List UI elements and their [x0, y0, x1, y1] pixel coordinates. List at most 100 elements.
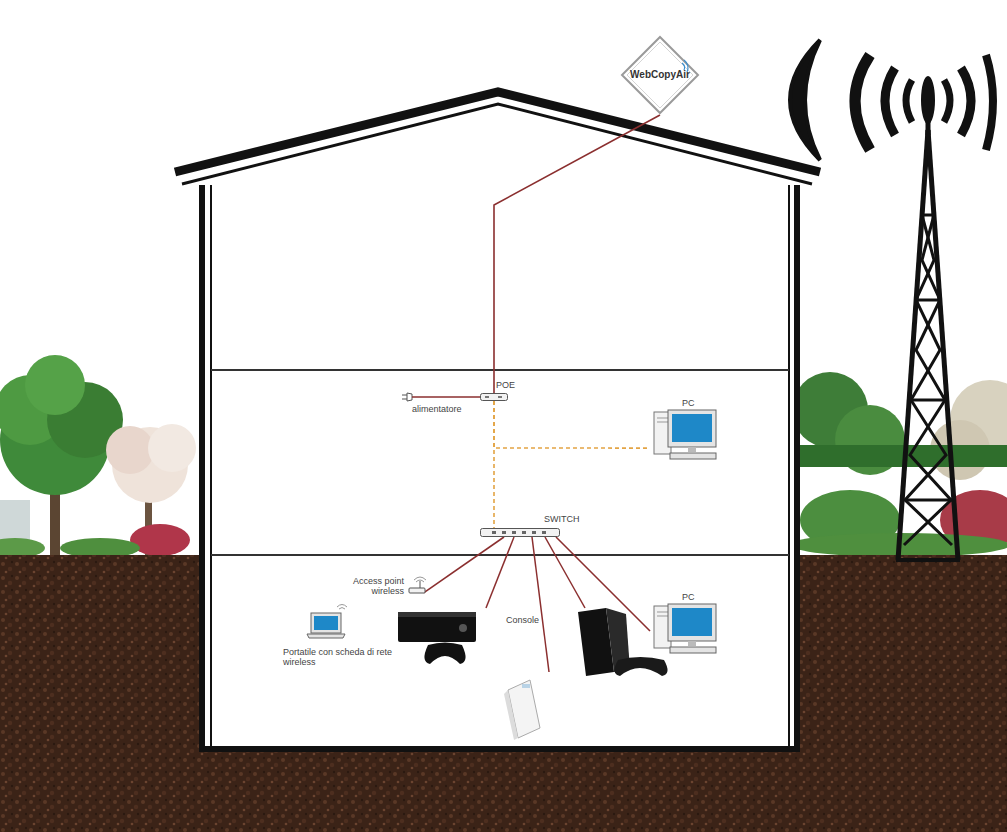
plug-symbol	[412, 396, 416, 398]
pc-symbol	[668, 604, 716, 641]
pc-node: PC	[650, 398, 720, 463]
wii-console	[504, 690, 518, 740]
switch-symbol	[492, 531, 496, 534]
radio-tower	[911, 399, 946, 402]
switch-symbol	[481, 529, 560, 537]
network-cable	[416, 396, 480, 398]
xbox-console	[424, 643, 465, 665]
plug-symbol	[407, 393, 412, 401]
pc-symbol	[670, 647, 716, 653]
access-point-symbol	[420, 581, 421, 588]
trees-left	[106, 426, 154, 474]
antenna-symbol	[682, 63, 685, 70]
console-label: Console	[505, 615, 540, 625]
house-structure	[202, 746, 797, 752]
house-structure	[211, 554, 789, 556]
access-point-symbol	[416, 580, 424, 582]
signal-waves	[944, 80, 950, 122]
node-label: POE	[496, 380, 515, 390]
radio-tower	[896, 558, 960, 562]
wii-console	[504, 680, 540, 740]
poe-injector	[481, 394, 508, 401]
network-cable	[494, 115, 660, 393]
node-label: Access point wireless	[344, 576, 404, 597]
antenna-node: WebCopyAir	[620, 35, 700, 115]
radio-tower	[922, 214, 934, 217]
pc-symbol	[670, 453, 716, 459]
house-structure	[794, 185, 800, 752]
laptop-symbol	[337, 605, 347, 608]
xbox-console	[459, 624, 467, 632]
poe-injector	[485, 396, 489, 398]
signal-waves	[986, 55, 993, 150]
house-structure	[175, 92, 820, 752]
network-cable	[556, 537, 650, 631]
pc-symbol	[668, 410, 716, 447]
power-supply-node: alimentatore	[402, 392, 416, 402]
poe-node: POE	[480, 393, 508, 401]
network-cable	[493, 401, 495, 528]
radio-tower	[928, 130, 958, 560]
xbox-console	[398, 612, 476, 642]
switch-symbol	[512, 531, 516, 534]
pc-symbol	[672, 414, 712, 442]
laptop-symbol	[314, 616, 338, 630]
xbox-console	[398, 612, 476, 617]
radio-tower	[896, 100, 960, 560]
house-structure	[788, 185, 790, 746]
signal-waves	[921, 76, 935, 124]
pc-node: PC	[650, 592, 720, 657]
signal-waves	[790, 40, 820, 160]
house-structure	[199, 185, 205, 752]
signal-waves	[790, 40, 993, 160]
house-interior	[205, 178, 795, 748]
radio-tower	[904, 215, 951, 545]
network-cable	[424, 537, 504, 593]
switch-symbol	[522, 531, 526, 534]
switch-symbol	[532, 531, 536, 534]
node-label: PC	[682, 592, 695, 602]
radio-tower	[898, 130, 928, 560]
node-label: alimentatore	[412, 404, 462, 414]
signal-waves	[961, 68, 971, 135]
radio-tower	[905, 499, 952, 502]
node-label: WebCopyAir	[620, 69, 700, 81]
pc-symbol	[657, 418, 668, 419]
signal-waves	[885, 68, 895, 135]
pc-symbol	[672, 608, 712, 636]
ps4-console	[614, 657, 667, 676]
radio-tower	[905, 215, 952, 545]
switch-symbol	[480, 528, 560, 537]
radio-tower	[916, 299, 940, 302]
console-wires	[545, 537, 585, 608]
laptop-symbol	[339, 608, 345, 610]
node-label: SWITCH	[544, 514, 580, 524]
signal-waves	[906, 80, 912, 122]
house-structure	[182, 104, 812, 184]
wii-console	[522, 684, 530, 688]
console-wires	[486, 537, 585, 672]
trees-left	[148, 424, 196, 472]
poe-injector	[480, 393, 508, 401]
laptop-symbol	[307, 634, 345, 638]
laptop-symbol	[305, 603, 347, 640]
house-structure	[210, 185, 212, 746]
pc-symbol	[657, 422, 668, 423]
house-structure	[211, 369, 789, 371]
pc-symbol	[688, 641, 696, 646]
switch-symbol	[542, 531, 546, 534]
laptop-symbol	[311, 613, 341, 633]
laptop-node: Portatile con scheda di rete wireless	[305, 603, 347, 640]
trees-left	[25, 355, 85, 415]
access-point-symbol	[406, 573, 428, 595]
node-label: Portatile con scheda di rete wireless	[283, 647, 395, 668]
access-point-symbol	[409, 588, 425, 593]
poe-injector	[498, 396, 502, 398]
trees-left	[0, 355, 196, 558]
pc-symbol	[688, 447, 696, 452]
console-wires	[486, 537, 514, 608]
plug-symbol	[402, 399, 407, 400]
plug-symbol	[402, 392, 416, 402]
